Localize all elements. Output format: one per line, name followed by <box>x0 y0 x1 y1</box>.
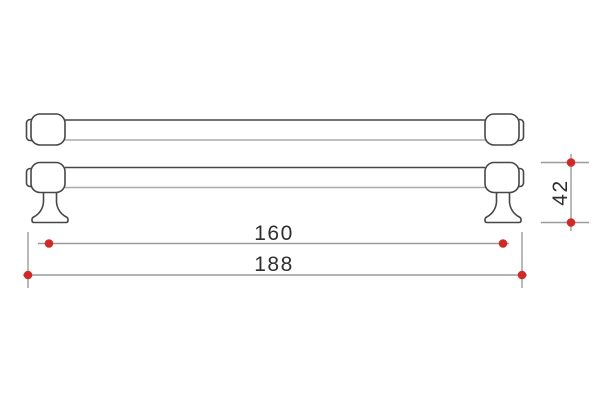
cc-dim-marker-left <box>44 239 54 248</box>
top-view-left-endcap <box>30 113 66 146</box>
cc-dim-label: 160 <box>254 222 294 245</box>
height-dim-marker-top <box>566 158 576 167</box>
cc-dim-marker-right <box>498 239 508 248</box>
overall-dim-marker-right <box>517 270 527 280</box>
front-view-right-endcap <box>484 161 520 194</box>
dimension-center-to-center: 160 <box>38 222 509 248</box>
front-view-left-endcap <box>30 161 66 194</box>
overall-dim-label: 188 <box>254 253 294 276</box>
dimension-overall-length: 188 <box>23 253 527 280</box>
front-view-right-foot <box>484 190 522 224</box>
top-view-right-endcap <box>484 113 520 146</box>
height-dim-label: 42 <box>549 179 572 205</box>
handle-top-view <box>25 113 525 146</box>
front-view-left-foot <box>31 190 69 224</box>
height-dim-marker-bottom <box>566 218 576 227</box>
overall-dim-marker-left <box>23 270 33 280</box>
dimension-height: 42 <box>541 154 589 231</box>
handle-front-view <box>25 161 525 224</box>
